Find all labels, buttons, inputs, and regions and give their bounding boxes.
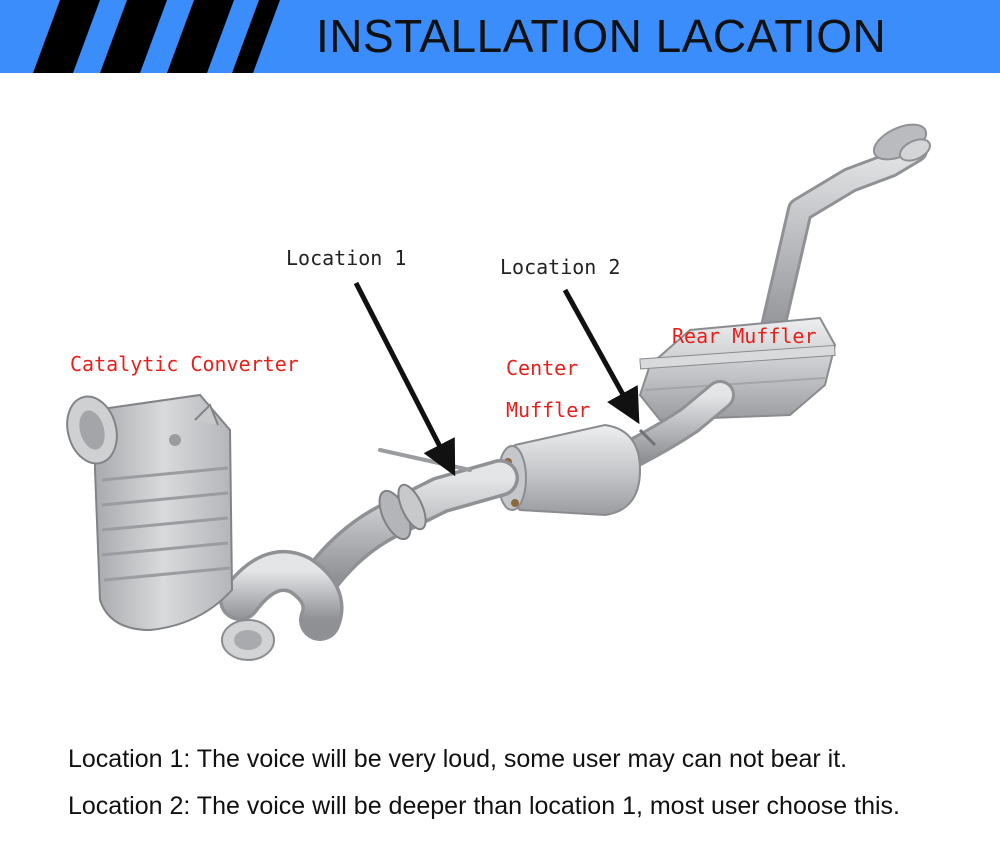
banner-stripes-decoration	[33, 0, 280, 73]
page-title: INSTALLATION LACATION	[316, 10, 887, 62]
location-1-label: Location 1	[286, 246, 407, 270]
catalytic-converter-body	[66, 393, 234, 632]
location-1-arrow	[353, 281, 456, 477]
rear-muffler-body	[638, 316, 837, 422]
location-2-note: Location 2: The voice will be deeper tha…	[68, 792, 900, 820]
location-2-arrow	[562, 288, 640, 425]
front-pipe	[301, 448, 519, 599]
center-muffler-label-line-1: Center	[506, 356, 579, 380]
rear-muffler-label: Rear Muffler	[672, 324, 817, 348]
down-pipe	[219, 550, 344, 661]
exhaust-system-diagram	[66, 123, 931, 661]
center-muffler-label-line-2: Muffler	[506, 398, 591, 422]
location-2-label: Location 2	[500, 255, 621, 279]
center-muffler-body	[497, 423, 642, 517]
location-1-note: Location 1: The voice will be very loud,…	[68, 745, 848, 773]
tail-pipe	[757, 123, 931, 353]
catalytic-converter-label: Catalytic Converter	[70, 352, 299, 376]
header-banner: INSTALLATION LACATION	[0, 0, 1000, 73]
